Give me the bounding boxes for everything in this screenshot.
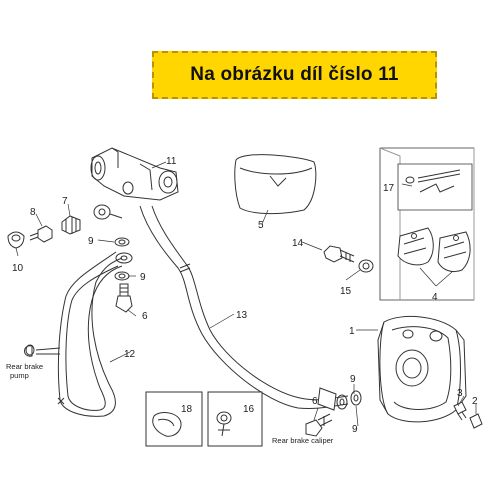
part-14-bolt	[323, 245, 355, 263]
part-16-box	[207, 391, 263, 447]
part-15-washer	[358, 259, 374, 273]
banjo-eye	[93, 204, 123, 220]
hose-13	[139, 205, 349, 411]
callout-17: 17	[383, 183, 395, 194]
callout-4: 4	[432, 292, 438, 303]
callout-2: 2	[472, 396, 478, 407]
callout-15: 15	[340, 286, 352, 297]
part-2-cap	[469, 413, 483, 429]
callout-9-d: 9	[352, 424, 358, 435]
rear-brake-caliper-label: Rear brake caliper	[272, 436, 334, 445]
callout-9-b: 9	[140, 272, 146, 283]
callout-6-upper: 6	[142, 311, 148, 322]
part-number-banner: Na obrázku díl číslo 11	[152, 51, 437, 99]
callout-5: 5	[258, 220, 264, 231]
hose-12	[57, 251, 123, 417]
part-6-bolt-upper	[115, 283, 133, 313]
callout-9-a: 9	[88, 236, 94, 247]
callout-1: 1	[349, 326, 355, 337]
leader-lines	[15, 161, 477, 427]
rear-brake-pump-fitting	[24, 344, 61, 357]
callout-18: 18	[181, 404, 193, 415]
callout-16: 16	[243, 404, 255, 415]
part-6-bolt-lower	[305, 413, 333, 437]
part-8-bleeder	[29, 225, 53, 243]
part-18-box	[145, 391, 203, 447]
callout-7: 7	[62, 196, 68, 207]
part-10-cap	[7, 231, 25, 249]
rear-brake-pump-label-line2: pump	[10, 371, 29, 380]
callout-9-c: 9	[350, 374, 356, 385]
pads-kit-box	[379, 147, 475, 301]
banner-text: Na obrázku díl číslo 11	[190, 64, 399, 85]
callout-13: 13	[236, 310, 248, 321]
callout-6-lower: 6	[312, 396, 318, 407]
callout-11: 11	[166, 156, 177, 167]
callout-8: 8	[30, 207, 36, 218]
callout-14: 14	[292, 238, 304, 249]
part-11-tee-fitting	[90, 147, 179, 201]
rear-brake-pump-label-line1: Rear brake	[6, 362, 43, 371]
callout-3: 3	[457, 388, 463, 399]
part-5-cover	[234, 154, 317, 215]
callout-10: 10	[12, 263, 24, 274]
callout-12: 12	[124, 349, 136, 360]
